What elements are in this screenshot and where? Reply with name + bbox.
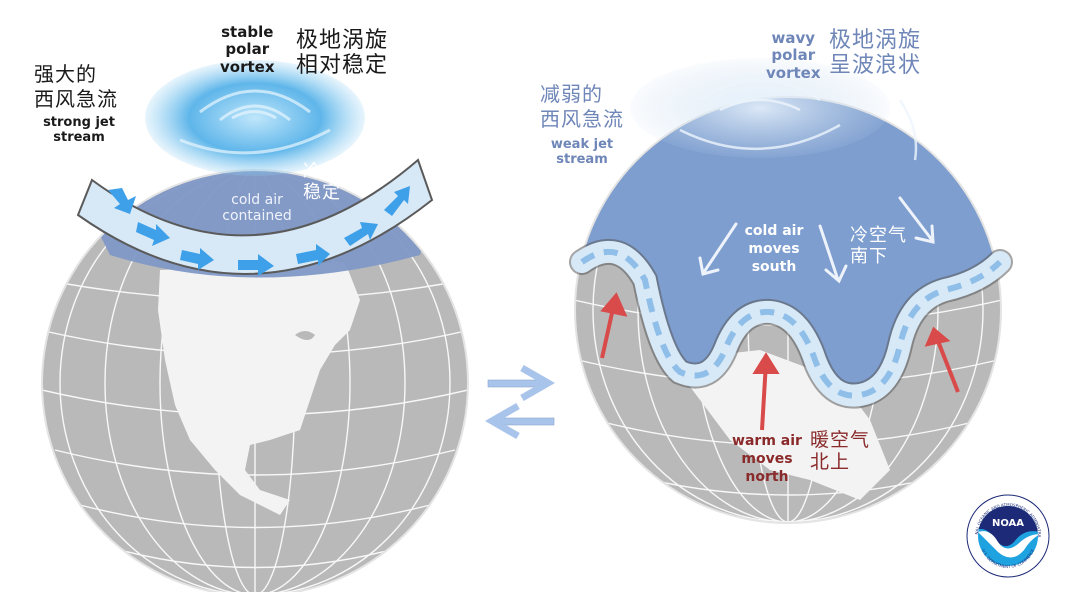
stable-polar-vortex-label-en: stable polar vortex	[220, 23, 275, 76]
label-line: stable	[221, 23, 274, 41]
label-line: 相对稳定	[296, 53, 389, 79]
label-line: 减弱的	[540, 82, 603, 106]
strong-jet-label-zh: 强大的 西风急流	[34, 62, 118, 112]
label-line: warm air	[732, 433, 802, 449]
right-globe-panel	[560, 0, 1080, 592]
label-line: vortex	[220, 57, 275, 76]
label-line: 北上	[810, 450, 851, 473]
label-line: 冷空气	[850, 225, 907, 246]
label-line: moves	[748, 241, 800, 258]
cold-air-moves-south-label-en: cold air moves south	[736, 222, 812, 277]
transition-arrows	[482, 362, 562, 442]
label-line: 呈波浪状	[829, 53, 922, 79]
cold-air-moves-south-label-zh: 冷空气 南下	[850, 225, 907, 267]
label-line: 冷空气	[303, 161, 360, 182]
cold-air-arrows	[698, 196, 935, 284]
label-line: 强大的	[34, 62, 97, 86]
stable-polar-vortex-label-zh: 极地涡旋 相对稳定	[296, 28, 388, 79]
north-america-landmass	[158, 262, 360, 515]
warm-air-moves-north-label-en: warm air moves north	[730, 432, 804, 487]
label-line: 暖空气	[810, 429, 871, 451]
noaa-logo: NOAA NATIONAL OCEANIC AND ATMOSPHERIC AD…	[966, 494, 1050, 578]
warm-air-moves-north-label-zh: 暖空气 北上	[810, 429, 871, 474]
left-globe-panel	[0, 0, 520, 592]
label-line: 南下	[850, 245, 888, 267]
right-globe-illustration	[569, 58, 1013, 524]
label-line: polar	[771, 46, 816, 65]
strong-jet-label-en: strong jet stream	[34, 115, 124, 146]
label-line: wavy	[771, 29, 816, 47]
label-line: weak jet	[550, 137, 614, 152]
label-line: stream	[53, 129, 105, 145]
wavy-polar-vortex-label-zh: 极地涡旋 呈波浪状	[829, 28, 921, 79]
label-line: cold air	[231, 192, 283, 208]
weak-jet-label-zh: 减弱的 西风急流	[540, 82, 624, 132]
jet-stream-arrows	[108, 186, 410, 276]
label-line: cold air	[744, 223, 804, 239]
label-line: 极地涡旋	[296, 28, 389, 53]
label-line: contained	[222, 208, 292, 225]
wavy-polar-vortex-label-en: wavy polar vortex	[766, 29, 821, 82]
label-line: north	[745, 469, 789, 486]
right-arrow-icon	[487, 364, 556, 402]
strong-jet-stream-band	[76, 158, 434, 275]
warm-air-arrows	[600, 292, 960, 431]
label-line: moves	[741, 451, 793, 468]
label-line: vortex	[766, 63, 821, 82]
label-line: stream	[556, 151, 608, 167]
weak-jet-label-en: weak jet stream	[540, 137, 624, 168]
label-line: strong jet	[43, 115, 115, 130]
jet-stream-arrows	[580, 248, 1003, 399]
label-line: 稳定	[303, 181, 341, 203]
left-globe-illustration	[41, 60, 469, 592]
noaa-logo-text: NOAA	[992, 518, 1024, 529]
label-line: south	[751, 259, 797, 276]
cold-air-contained-label-en: cold air contained	[212, 192, 302, 224]
label-line: 西风急流	[34, 87, 118, 111]
cold-air-contained-label-zh: 冷空气 稳定	[303, 161, 360, 203]
left-arrow-icon	[484, 402, 555, 440]
label-line: 极地涡旋	[829, 28, 922, 53]
label-line: 西风急流	[540, 107, 624, 131]
label-line: polar	[225, 40, 270, 59]
